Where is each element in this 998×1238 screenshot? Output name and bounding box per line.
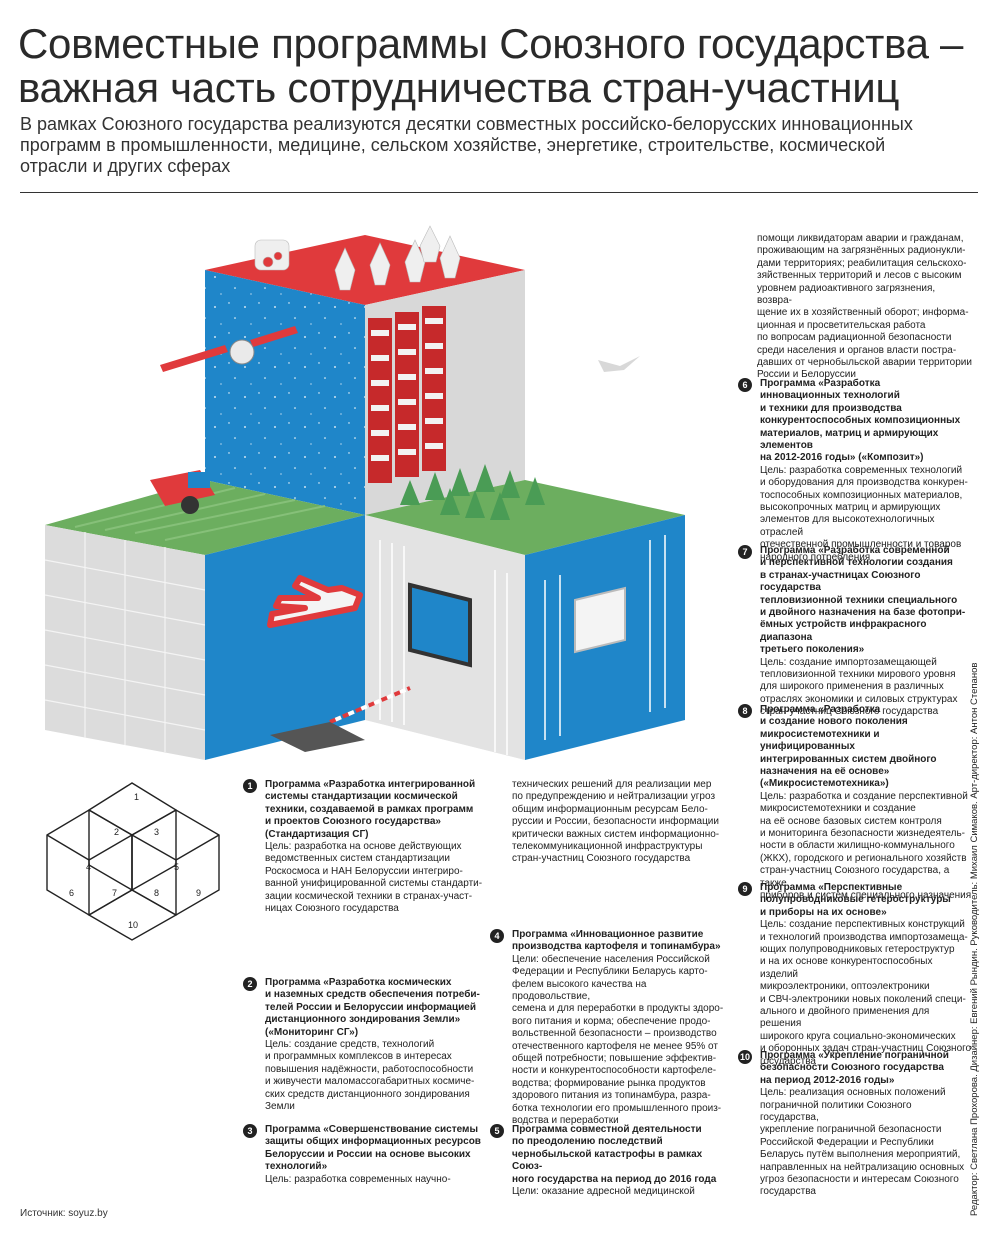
field-top [45,480,365,555]
satellite-icon [160,326,298,372]
bird-icon [598,356,640,372]
medical-panel [205,515,365,760]
continuation-text-mid: технических решений для реализации мер п… [512,779,720,865]
page-title: Совместные программы Союзного государств… [18,20,964,111]
program-1: 1 Программа «Разработка интегрированной … [243,779,490,915]
program-3: 3 Программа «Совершенствование системы з… [243,1124,490,1186]
microchip-icon [574,586,626,654]
program-10: 10 Программа «Укрепление пограничной без… [738,1050,965,1198]
roof-equipment [254,225,461,291]
program-6: 6 Программа «Разработка инновационных те… [738,378,972,564]
program-5: 5 Программа совместной деятельности по п… [490,1124,727,1198]
credits-note: Редактор: Светлана Прохорова. Дизайнер: … [969,662,980,1216]
harvester-icon [150,470,215,514]
forest-icon [400,464,545,520]
svg-text:10: 10 [128,920,138,930]
cube-number-key: 1 2 3 4 5 6 7 8 9 10 [46,782,220,941]
svg-text:1: 1 [134,792,139,802]
svg-text:4: 4 [86,862,91,872]
cube-illustration [44,225,685,760]
title-divider [20,192,978,193]
svg-text:9: 9 [196,888,201,898]
svg-text:2: 2 [114,827,119,837]
hand-icon [267,575,363,628]
svg-text:3: 3 [154,827,159,837]
continuation-text-top: помощи ликвидаторам аварии и гражданам, … [757,233,972,381]
svg-text:5: 5 [174,862,179,872]
program-7: 7 Программа «Разработка современной и пе… [738,545,972,719]
page-subtitle: В рамках Союзного государства реализуютс… [20,114,913,176]
program-8: 8 Программа «Разработка и создание новог… [738,704,972,903]
program-2: 2 Программа «Разработка космических и на… [243,977,490,1113]
chip-icon [408,582,472,668]
svg-text:6: 6 [69,888,74,898]
border-barrier-icon [270,686,411,752]
program-9: 9 Программа «Перспективные полупроводник… [738,882,972,1068]
svg-text:8: 8 [154,888,159,898]
program-4: 4 Программа «Инновационное развитие прои… [490,929,727,1128]
svg-text:7: 7 [112,888,117,898]
source-note: Источник: soyuz.by [20,1208,108,1219]
server-racks [368,306,446,483]
forest-top [365,480,685,555]
